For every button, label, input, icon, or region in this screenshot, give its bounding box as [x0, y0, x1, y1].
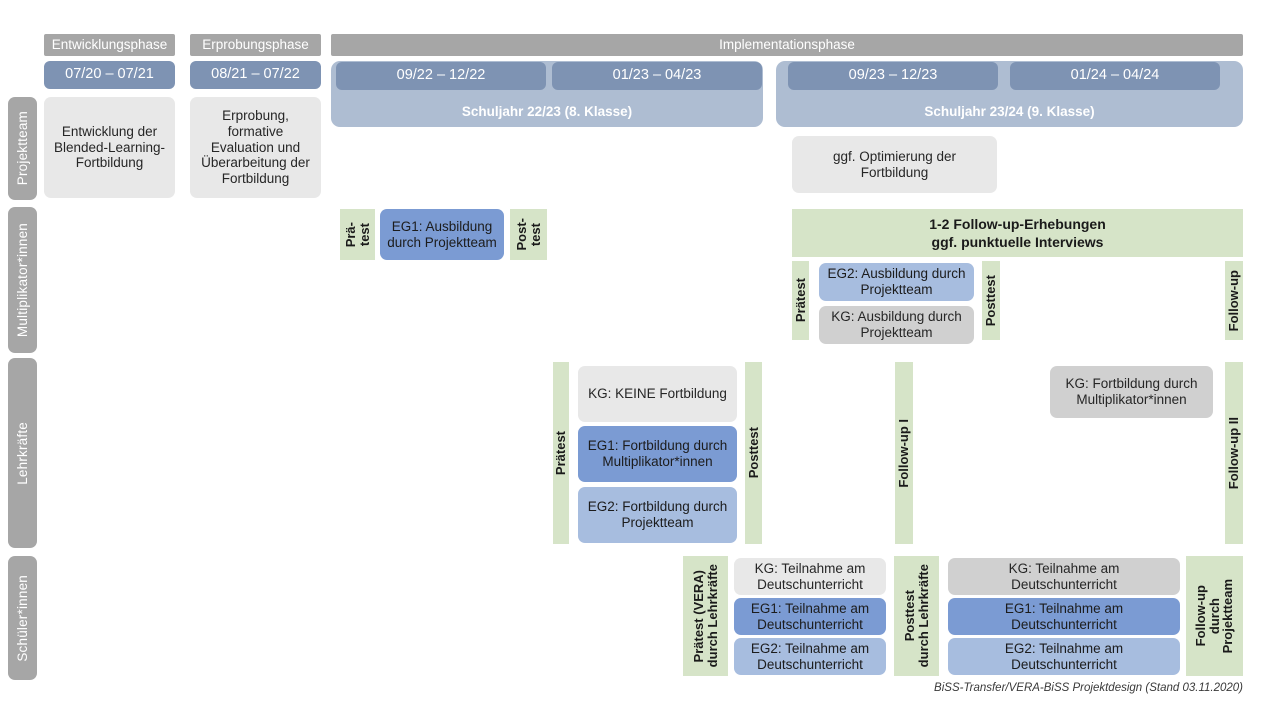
schueler-kg-box-2: KG: Teilnahme am Deutschunterricht: [948, 558, 1180, 595]
schoolyear-2324-label: Schuljahr 23/24 (9. Klasse): [924, 104, 1095, 119]
row-label-schuelerinnen: Schüler*innen: [8, 556, 37, 680]
lehrkraefte-followup2-strip: Follow-up II: [1225, 362, 1243, 544]
multiplikatoren-followup-label: Follow-up: [1226, 269, 1242, 332]
projektteam-entwicklung-box: Entwicklung der Blended-Learning-Fortbil…: [44, 97, 175, 198]
lehrkraefte-followup1-strip: Follow-up I: [895, 362, 913, 544]
schueler-eg1-box-1: EG1: Teilnahme am Deutschunterricht: [734, 598, 886, 635]
period-chip-entwicklungsphase: 07/20 – 07/21: [44, 61, 175, 89]
schueler-posttest-sub: durch Lehrkräfte: [915, 564, 931, 668]
schueler-posttest-main: Posttest: [901, 590, 917, 642]
footer-credit: BiSS-Transfer/VERA-BiSS Projektdesign (S…: [934, 682, 1243, 694]
multiplikatoren-praetest-line1: Prä-: [342, 221, 358, 248]
period-chip-0124-0424: 01/24 – 04/24: [1010, 62, 1220, 90]
row-label-multiplikatorinnen-text: Multiplikator*innen: [15, 222, 30, 338]
schueler-praetest-main: Prätest (VERA): [690, 569, 706, 663]
lehrkraefte-followup2-label: Follow-up II: [1226, 416, 1242, 490]
followup-banner-line1: 1-2 Follow-up-Erhebungen: [929, 215, 1106, 232]
multiplikatoren-praetest2-label: Prätest: [792, 278, 808, 323]
phase-header-implementationsphase: Implementationsphase: [331, 34, 1243, 56]
lehrkraefte-posttest-strip: Posttest: [745, 362, 762, 544]
schueler-eg2-box-1: EG2: Teilnahme am Deutschunterricht: [734, 638, 886, 675]
multiplikatoren-posttest-strip: Post- test: [510, 209, 547, 260]
multiplikatoren-followup-banner: 1-2 Follow-up-Erhebungen ggf. punktuelle…: [792, 209, 1243, 257]
multiplikatoren-praetest2-strip: Prätest: [792, 261, 809, 340]
row-label-projektteam-text: Projektteam: [15, 111, 30, 186]
multiplikatoren-followup-strip: Follow-up: [1225, 261, 1243, 340]
lehrkraefte-eg1-box: EG1: Fortbildung durch Multiplikator*inn…: [578, 426, 737, 482]
multiplikatoren-posttest2-label: Posttest: [983, 274, 999, 327]
phase-header-erprobungsphase: Erprobungsphase: [190, 34, 321, 56]
multiplikatoren-eg1-box: EG1: Ausbildung durch Projektteam: [380, 209, 504, 260]
schueler-eg1-box-2: EG1: Teilnahme am Deutschunterricht: [948, 598, 1180, 635]
lehrkraefte-kg-keine-box: KG: KEINE Fortbildung: [578, 366, 737, 422]
schueler-kg-box-1: KG: Teilnahme am Deutschunterricht: [734, 558, 886, 595]
schueler-followup-strip: Follow-up durch Projektteam: [1186, 556, 1243, 676]
schueler-followup-sub2: Projektteam: [1220, 578, 1236, 654]
multiplikatoren-posttest-line1: Post-: [513, 218, 529, 251]
multiplikatoren-eg2-box: EG2: Ausbildung durch Projektteam: [819, 263, 974, 301]
multiplikatoren-posttest-line2: test: [527, 222, 543, 247]
period-chip-0922-1222: 09/22 – 12/22: [336, 62, 546, 90]
multiplikatoren-kg-box: KG: Ausbildung durch Projektteam: [819, 306, 974, 344]
lehrkraefte-posttest-label: Posttest: [745, 427, 761, 479]
schoolyear-2223-label: Schuljahr 22/23 (8. Klasse): [461, 104, 633, 119]
lehrkraefte-praetest-strip: Prätest: [553, 362, 569, 544]
followup-banner-line2: ggf. punktuelle Interviews: [931, 234, 1104, 250]
row-label-projektteam: Projektteam: [8, 97, 37, 200]
lehrkraefte-eg2-box: EG2: Fortbildung durch Projektteam: [578, 487, 737, 543]
multiplikatoren-praetest-strip: Prä- test: [340, 209, 375, 260]
row-label-schuelerinnen-text: Schüler*innen: [15, 574, 30, 662]
schueler-eg2-box-2: EG2: Teilnahme am Deutschunterricht: [948, 638, 1180, 675]
period-chip-0923-1223: 09/23 – 12/23: [788, 62, 998, 90]
row-label-multiplikatorinnen: Multiplikator*innen: [8, 207, 37, 353]
lehrkraefte-followup1-label: Follow-up I: [896, 418, 912, 488]
period-chip-erprobungsphase: 08/21 – 07/22: [190, 61, 321, 89]
row-label-lehrkraefte-text: Lehrkräfte: [15, 421, 30, 485]
projektteam-optimierung-box: ggf. Optimierung der Fortbildung: [792, 136, 997, 193]
multiplikatoren-praetest-line2: test: [356, 222, 372, 247]
lehrkraefte-kg-fortbildung-box: KG: Fortbildung durch Multiplikator*inne…: [1050, 366, 1213, 418]
schueler-praetest-sub: durch Lehrkräfte: [704, 564, 720, 668]
lehrkraefte-praetest-label: Prätest: [553, 430, 569, 476]
schueler-posttest-strip: Posttest durch Lehrkräfte: [894, 556, 939, 676]
phase-header-entwicklungsphase: Entwicklungsphase: [44, 34, 175, 56]
row-label-lehrkraefte: Lehrkräfte: [8, 358, 37, 548]
projektteam-erprobung-box: Erprobung, formative Evaluation und Über…: [190, 97, 321, 198]
period-chip-0123-0423: 01/23 – 04/23: [552, 62, 762, 90]
schueler-followup-main: Follow-up: [1193, 585, 1209, 647]
schueler-praetest-strip: Prätest (VERA) durch Lehrkräfte: [683, 556, 728, 676]
multiplikatoren-posttest2-strip: Posttest: [982, 261, 1000, 340]
